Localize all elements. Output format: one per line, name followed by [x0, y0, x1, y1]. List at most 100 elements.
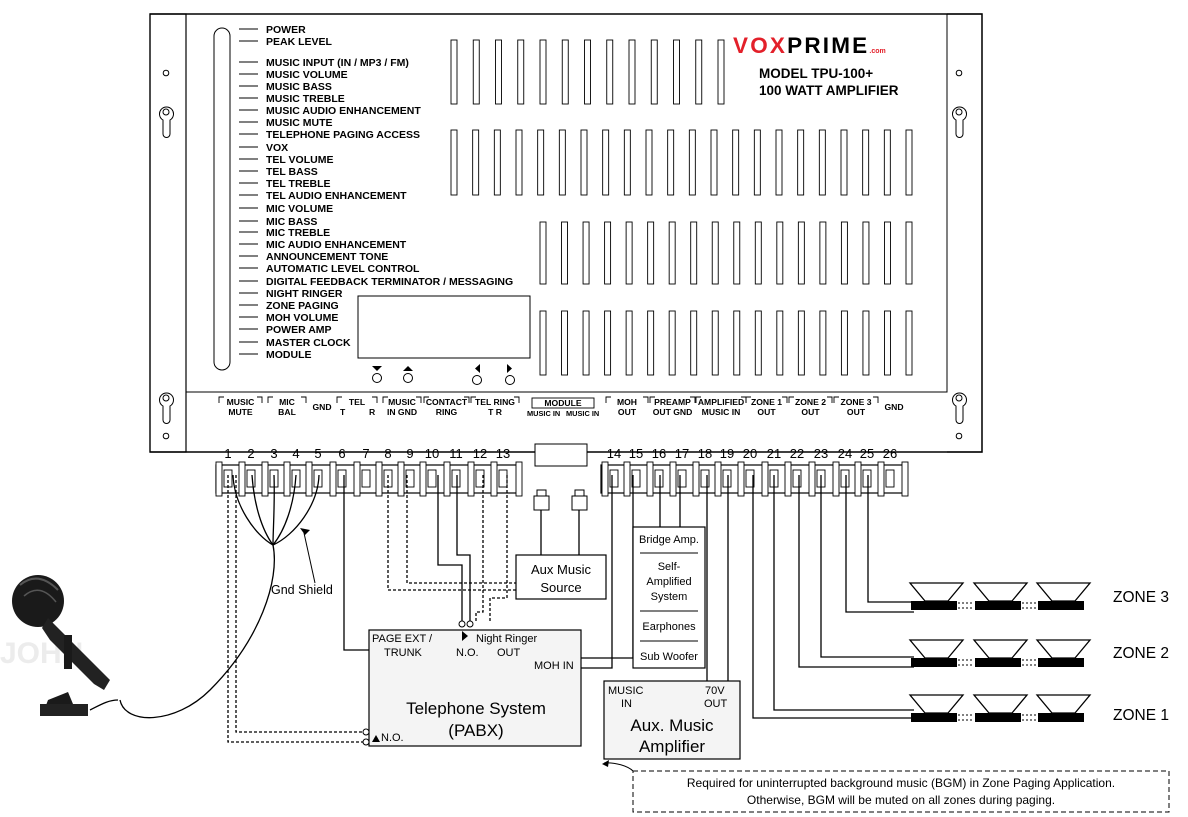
label-bracket — [470, 396, 476, 403]
vent-slot — [840, 221, 848, 285]
vent-slot — [625, 221, 633, 285]
note-line-2: Otherwise, BGM will be muted on all zone… — [747, 793, 1055, 807]
vent-slot — [602, 129, 610, 196]
vent-slot — [688, 129, 696, 196]
vent-slot — [818, 129, 826, 196]
terminal-screw[interactable] — [654, 469, 664, 488]
speaker-magnet — [911, 658, 957, 667]
terminal-number: 16 — [652, 446, 666, 461]
terminal-group-label: TEL — [349, 397, 365, 407]
terminal-group-label: MOH — [617, 397, 637, 407]
terminal-screw[interactable] — [840, 469, 850, 488]
label-bracket — [416, 396, 422, 403]
speaker-magnet — [975, 713, 1021, 722]
model-number: MODEL TPU-100+ — [759, 66, 873, 81]
terminal-screw[interactable] — [223, 469, 233, 488]
model-description: 100 WATT AMPLIFIER — [759, 83, 899, 98]
label-bracket — [372, 396, 378, 403]
terminal-screw[interactable] — [383, 469, 393, 488]
indicator-label: MODULE — [266, 349, 312, 361]
terminal-screw[interactable] — [405, 469, 415, 488]
terminal-screw[interactable] — [677, 469, 687, 488]
label-bracket — [788, 396, 794, 403]
contact-arrow-icon — [372, 735, 380, 742]
vent-slot — [711, 310, 719, 376]
down-button[interactable] — [372, 373, 382, 383]
terminal-group-sublabel: OUT — [847, 407, 866, 417]
terminal-number: 3 — [270, 446, 277, 461]
vent-slot — [495, 39, 502, 105]
amp-options-box — [632, 526, 706, 669]
label-bracket — [423, 396, 429, 403]
vent-slot — [561, 310, 568, 376]
terminal-screw[interactable] — [700, 469, 710, 488]
terminal-number: 15 — [629, 446, 643, 461]
terminal-group-label: TEL RING — [475, 397, 515, 407]
rca-tip-left — [536, 489, 547, 497]
terminal-screw[interactable] — [451, 469, 461, 488]
terminal-number: 9 — [406, 446, 413, 461]
vent-slot — [650, 39, 658, 105]
speaker-icon — [1035, 582, 1092, 602]
terminal-group-label: ZONE 1 — [751, 397, 782, 407]
amp-option-subwoofer: Sub Woofer — [640, 651, 698, 663]
terminal-screw[interactable] — [427, 469, 437, 488]
screw-hole-icon — [955, 432, 963, 440]
terminal-separator — [353, 461, 361, 497]
terminal-screw[interactable] — [475, 469, 485, 488]
module-label-box — [531, 397, 595, 409]
vent-slot — [733, 221, 741, 285]
zone-1-label: ZONE 1 — [1113, 707, 1169, 724]
screw-hole-icon — [162, 108, 170, 116]
terminal-screw[interactable] — [862, 469, 872, 488]
speaker-icon — [972, 639, 1029, 659]
vent-slot — [797, 310, 805, 376]
terminal-screw[interactable] — [631, 469, 641, 488]
speaker-magnet — [975, 601, 1021, 610]
indicator-label: MUSIC MUTE — [266, 117, 333, 129]
indicator-label: MIC AUDIO ENHANCEMENT — [266, 239, 407, 251]
screw-hole-icon — [955, 108, 963, 116]
terminal-screw[interactable] — [792, 469, 802, 488]
terminal-screw[interactable] — [246, 469, 256, 488]
wiring — [119, 474, 914, 743]
terminal-number: 24 — [838, 446, 852, 461]
gnd-shield-label: Gnd Shield — [271, 583, 333, 597]
vent-slot — [797, 221, 805, 285]
terminal-screw[interactable] — [745, 469, 755, 488]
left-button[interactable] — [472, 375, 482, 385]
terminal-screw[interactable] — [885, 469, 895, 488]
terminal-screw[interactable] — [498, 469, 508, 488]
vent-slot — [905, 129, 913, 196]
terminal-screw[interactable] — [361, 469, 371, 488]
terminal-screw[interactable] — [722, 469, 732, 488]
vent-slot — [711, 221, 719, 285]
terminal-screw[interactable] — [609, 469, 619, 488]
zone-3-label: ZONE 3 — [1113, 589, 1169, 606]
keyhole-slot-icon — [952, 106, 967, 138]
telephone-system-box — [368, 629, 582, 747]
tel-title-2: (PABX) — [448, 721, 503, 740]
vent-slot — [625, 310, 633, 376]
amp-option-earphones: Earphones — [642, 621, 696, 633]
terminal-group-label: AMPLIFIED — [698, 397, 744, 407]
gnd-shield-arrow — [300, 528, 310, 535]
tel-page-ext-label: PAGE EXT / — [372, 633, 433, 645]
vent-slot — [733, 310, 741, 376]
indicator-label: ZONE PAGING — [266, 300, 339, 312]
right-arrow-icon — [507, 364, 512, 373]
terminal-screw[interactable] — [337, 469, 347, 488]
vent-slot — [450, 39, 458, 105]
zone-2-label: ZONE 2 — [1113, 645, 1169, 662]
up-button[interactable] — [403, 373, 413, 383]
indicator-label: TEL TREBLE — [266, 178, 331, 190]
vent-slot — [582, 310, 590, 376]
aux-source-line1: Aux Music — [531, 562, 591, 577]
indicator-label: MIC BASS — [266, 216, 317, 228]
speaker-magnet — [975, 658, 1021, 667]
speaker-magnet — [911, 601, 957, 610]
terminal-separator — [419, 461, 427, 497]
terminal-separator — [646, 461, 654, 497]
right-button[interactable] — [505, 375, 515, 385]
indicator-label: PEAK LEVEL — [266, 36, 333, 48]
